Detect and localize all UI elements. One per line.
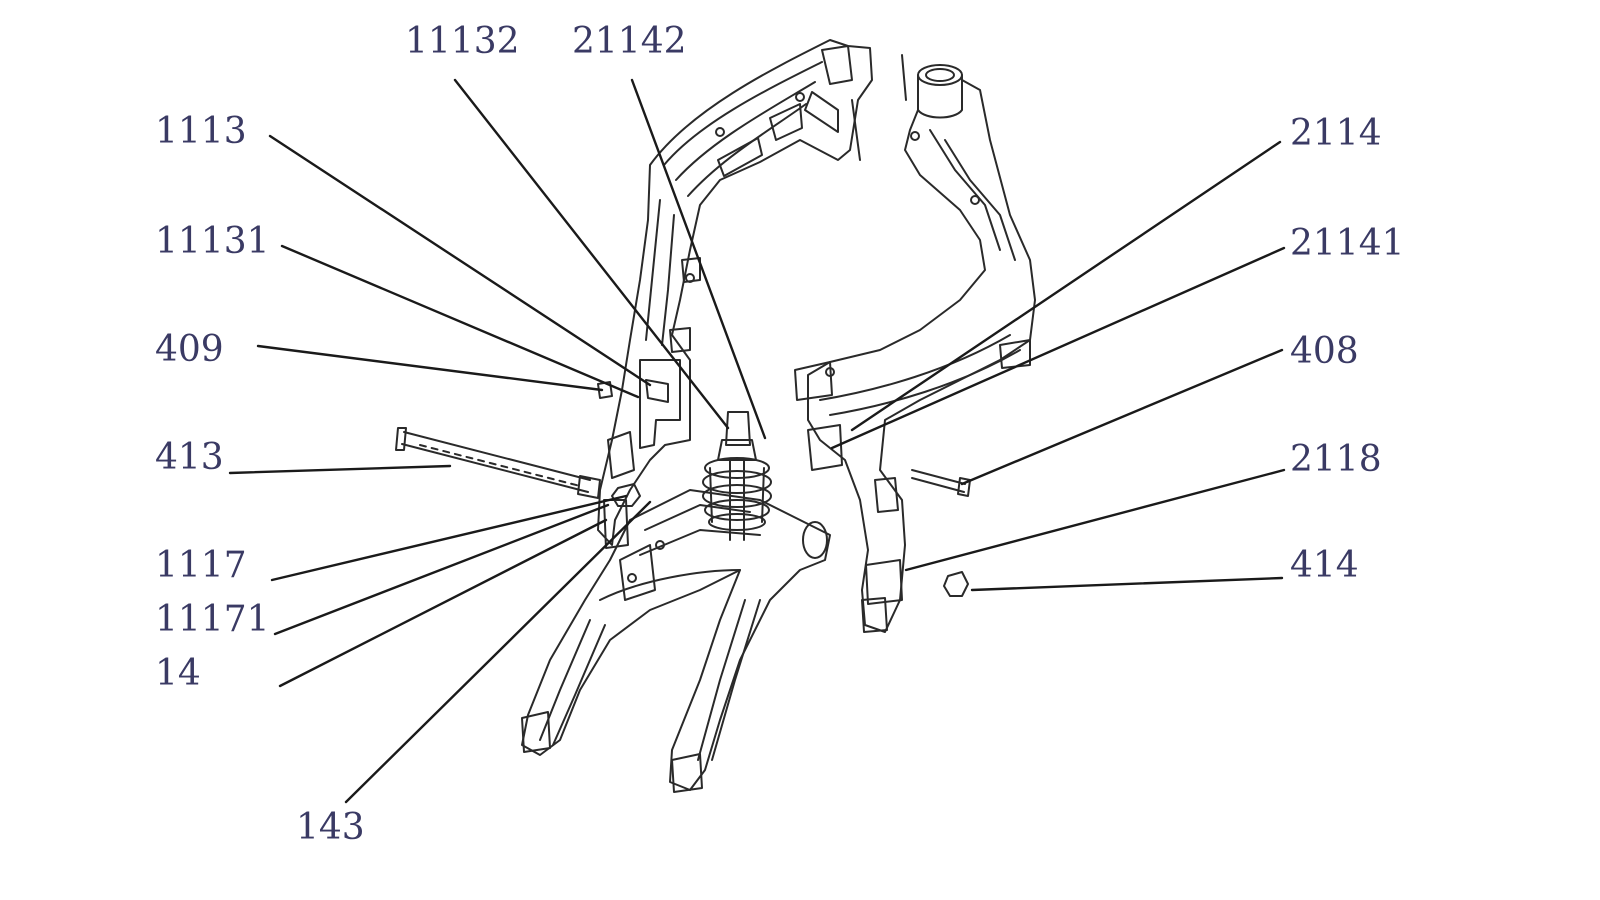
- label-11171: 11171: [155, 599, 270, 640]
- leader-line-1113: [268, 134, 652, 387]
- leader-line-1117: [270, 494, 628, 582]
- label-11132: 11132: [405, 21, 520, 62]
- label-143: 143: [296, 807, 365, 848]
- bolt-408: [911, 469, 971, 497]
- label-2114: 2114: [1290, 113, 1382, 154]
- nut-1117: [611, 483, 641, 507]
- label-2118: 2118: [1290, 439, 1382, 480]
- leader-line-2114: [850, 140, 1282, 432]
- label-413: 413: [155, 437, 224, 478]
- nut-414: [943, 571, 969, 597]
- leader-line-413: [228, 464, 452, 475]
- label-14: 14: [155, 653, 201, 694]
- swingarm: [521, 489, 831, 793]
- label-408: 408: [1290, 331, 1359, 372]
- leader-lines: [228, 78, 1286, 804]
- leader-line-143: [344, 500, 652, 804]
- leader-line-11131: [280, 244, 640, 399]
- leader-line-14: [278, 518, 608, 688]
- label-11131: 11131: [155, 221, 270, 262]
- axle-bolt-413: [395, 427, 601, 499]
- shock-absorber: [702, 411, 772, 541]
- leader-line-414: [970, 576, 1284, 592]
- label-21142: 21142: [572, 21, 687, 62]
- leader-line-11171: [273, 503, 610, 636]
- leader-line-408: [960, 348, 1284, 486]
- right-frame-half: [794, 54, 1036, 633]
- leader-line-21141: [830, 246, 1286, 450]
- label-1117: 1117: [155, 545, 247, 586]
- left-frame-half: [597, 39, 873, 549]
- leader-line-11132: [453, 78, 730, 430]
- leader-line-21142: [630, 78, 767, 440]
- label-414: 414: [1290, 545, 1359, 586]
- label-1113: 1113: [155, 111, 247, 152]
- label-409: 409: [155, 329, 224, 370]
- leader-line-409: [256, 344, 604, 392]
- label-21141: 21141: [1290, 223, 1405, 264]
- leader-line-2118: [904, 468, 1286, 572]
